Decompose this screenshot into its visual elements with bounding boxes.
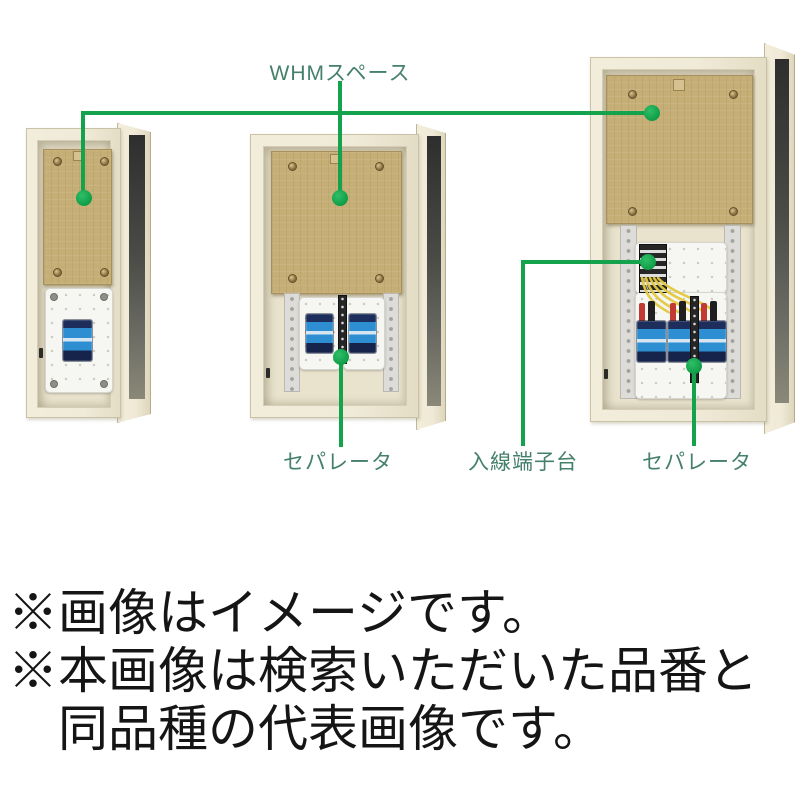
terminal-post-black (648, 301, 655, 321)
middle-panel-door (416, 124, 446, 430)
callout-dot-icon (333, 349, 349, 365)
callout-line (692, 364, 696, 446)
terminal-post-red (639, 303, 645, 321)
label-separator-right: セパレータ (642, 451, 752, 474)
callout-dot-icon (686, 358, 702, 374)
right-panel-whm-backboard (606, 75, 753, 224)
middle-panel-breaker-left (306, 314, 333, 353)
disclaimer-line-3: 同品種の代表画像です。 (58, 701, 603, 757)
plate-screw (100, 293, 108, 301)
plate-screw (50, 380, 58, 388)
callout-line (339, 355, 343, 447)
callout-dot-icon (640, 254, 656, 270)
middle-panel-breaker-right (349, 314, 376, 353)
screw (288, 162, 297, 171)
right-panel-breaker-3 (698, 321, 726, 362)
middle-panel-latch (266, 368, 270, 378)
middle-panel-rail-right (383, 293, 399, 392)
callout-dot-icon (332, 190, 348, 206)
callout-dot-icon (76, 190, 92, 206)
screw (53, 268, 62, 277)
terminal-post-red (670, 303, 676, 321)
disclaimer-text: ※画像はイメージです。 ※本画像は検索いただいた品番と 同品種の代表画像です。 (8, 584, 798, 758)
screw (288, 274, 297, 283)
left-panel-latch (39, 348, 43, 358)
terminal-post-black (710, 301, 717, 321)
left-panel-door-gasket (129, 135, 145, 399)
callout-line (338, 81, 342, 199)
screw (100, 157, 109, 166)
backboard-tab (673, 79, 685, 91)
screw (729, 90, 738, 99)
screw (375, 162, 384, 171)
screw (628, 207, 637, 216)
disclaimer-line-1: ※画像はイメージです。 (8, 585, 552, 641)
plate-screw (100, 380, 108, 388)
right-panel-breaker-1 (637, 321, 666, 362)
right-panel-door-gasket (775, 58, 790, 403)
screw (100, 268, 109, 277)
callout-line (81, 111, 656, 115)
left-panel-door (117, 123, 151, 423)
middle-panel-rail-left (284, 293, 300, 392)
callout-line (521, 260, 650, 264)
label-separator-middle: セパレータ (283, 451, 393, 474)
label-whm-space: WHMスペース (269, 62, 411, 85)
middle-panel-door-gasket (426, 136, 441, 406)
right-panel-door (764, 43, 795, 434)
callout-line (81, 113, 85, 199)
callout-dot-icon (644, 105, 660, 121)
screw (375, 274, 384, 283)
callout-line (521, 260, 525, 446)
screw (628, 90, 637, 99)
terminal-post-red (701, 303, 707, 321)
middle-panel-whm-backboard (271, 151, 402, 294)
terminal-post-black (679, 301, 686, 321)
screw (729, 207, 738, 216)
disclaimer-line-2: ※本画像は検索いただいた品番と (8, 643, 758, 699)
plate-screw (50, 293, 58, 301)
right-panel-latch (604, 369, 608, 379)
left-panel-breaker (63, 320, 92, 361)
left-panel-whm-backboard (43, 149, 112, 285)
label-inlet-terminal: 入線端子台 (468, 451, 578, 474)
screw (53, 157, 62, 166)
